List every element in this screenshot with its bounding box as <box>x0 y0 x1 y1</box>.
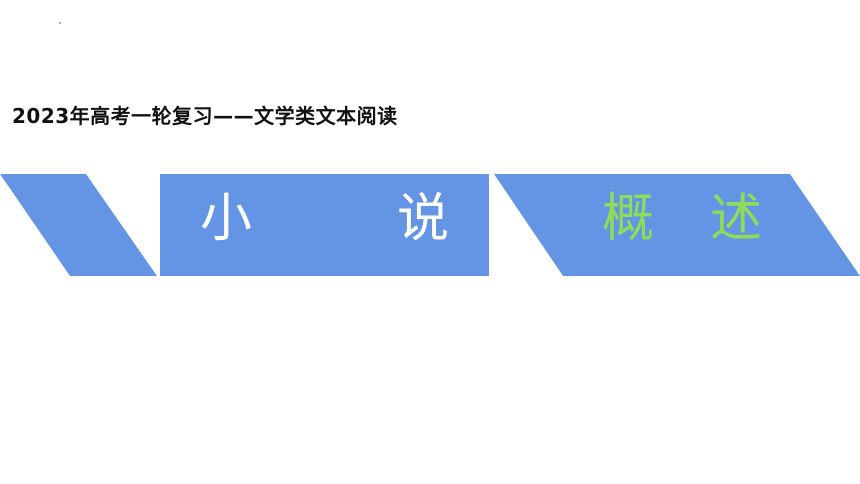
slide-subtitle: 2023年高考一轮复习——文学类文本阅读 <box>12 104 398 128</box>
decorative-dot <box>59 22 61 24</box>
title-band-shapes <box>0 174 860 276</box>
center-rectangle <box>160 174 489 276</box>
title-band <box>0 174 860 276</box>
right-parallelogram <box>494 174 860 276</box>
title-char-1: 小 <box>200 189 253 249</box>
title-char-3: 概 <box>602 189 655 249</box>
title-char-4: 述 <box>710 189 763 249</box>
title-char-2: 说 <box>397 189 450 249</box>
left-parallelogram <box>0 174 157 276</box>
